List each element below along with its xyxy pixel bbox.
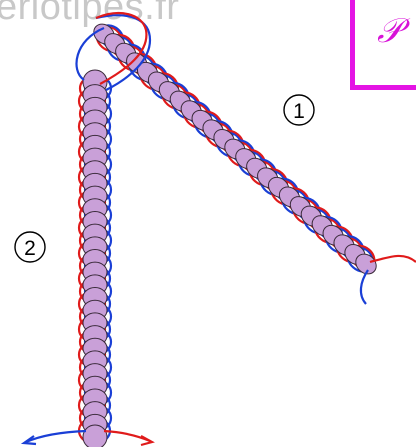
strand-2-beads (83, 70, 107, 447)
strand-1-beads (90, 20, 380, 278)
thread-end-arrow-blue (26, 431, 86, 442)
thread-ends (24, 13, 416, 445)
label-1-text: 1 (293, 100, 305, 123)
label-1-badge: 1 (284, 95, 314, 125)
bead (83, 425, 107, 447)
label-2-badge: 2 (15, 232, 45, 262)
thread-end-blue (361, 270, 368, 304)
label-2-text: 2 (24, 237, 36, 260)
thread-end-red (370, 256, 416, 262)
